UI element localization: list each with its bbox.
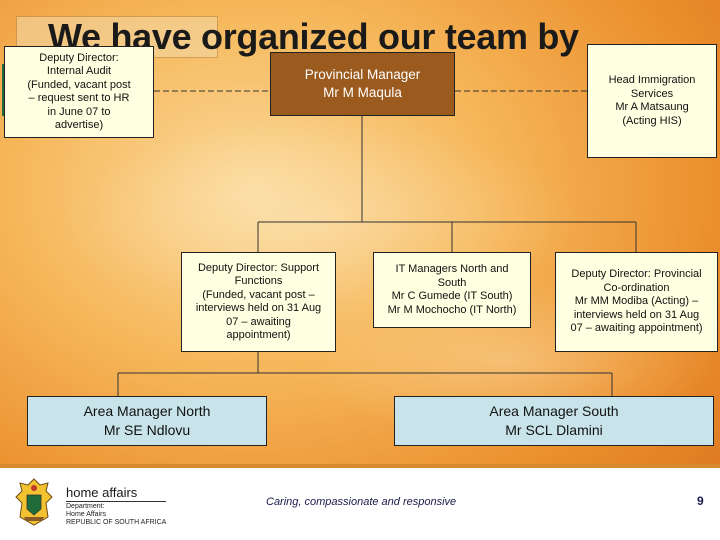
box-line: Mr A Matsaung (615, 101, 689, 113)
box-it-managers: IT Managers North and South Mr C Gumede … (373, 252, 531, 328)
box-line: Mr M Maqula (323, 85, 402, 100)
department-line: Department: (66, 503, 105, 510)
box-line: Area Manager North (83, 403, 211, 419)
box-line: Head Immigration (608, 74, 696, 86)
footer-motto: Caring, compassionate and responsive (266, 496, 457, 508)
box-line: Mr SCL Dlamini (505, 422, 603, 438)
box-line: (Acting HIS) (622, 114, 682, 127)
box-provincial-manager: Provincial Manager Mr M Maqula (270, 52, 455, 116)
department-line: Home Affairs (66, 511, 106, 518)
brand-divider (66, 501, 166, 502)
box-line: in June 07 to (47, 105, 111, 118)
box-line: 07 – awaiting appointment) (570, 322, 703, 335)
box-line: Mr M Mochocho (IT North) (387, 303, 517, 316)
footer (0, 464, 720, 540)
footer-accent-line (0, 464, 720, 468)
box-area-manager-south: Area Manager South Mr SCL Dlamini (394, 396, 714, 446)
box-line: Deputy Director: Support (197, 261, 320, 274)
box-deputy-director-provincial-coordination: Deputy Director: Provincial Co-ordinatio… (555, 252, 718, 352)
box-line: interviews held on 31 Aug (573, 308, 700, 321)
box-line: Mr C Gumede (IT South) (391, 290, 513, 302)
department-line: REPUBLIC OF SOUTH AFRICA (66, 519, 167, 526)
box-line: Deputy Director: (39, 51, 119, 64)
box-line: IT Managers North and (395, 263, 509, 275)
box-line: Area Manager South (489, 403, 619, 419)
box-line: appointment) (226, 329, 291, 341)
box-line: – request sent to HR (28, 92, 130, 104)
box-line: 07 – awaiting (226, 315, 291, 328)
box-line: Services (630, 87, 674, 100)
box-area-manager-north: Area Manager North Mr SE Ndlovu (27, 396, 267, 446)
box-line: Functions (234, 275, 283, 287)
page-number: 9 (697, 494, 704, 508)
department-text: Department: Home Affairs REPUBLIC OF SOU… (66, 503, 166, 527)
box-line: South (437, 276, 467, 289)
box-deputy-director-support-functions: Deputy Director: Support Functions (Fund… (181, 252, 336, 352)
box-line: (Funded, vacant post (27, 78, 131, 91)
box-head-immigration-services: Head Immigration Services Mr A Matsaung … (587, 44, 717, 158)
box-line: Co-ordination (603, 281, 670, 294)
box-line: Mr MM Modiba (Acting) – (574, 295, 699, 308)
box-line: Internal Audit (46, 65, 112, 77)
coat-of-arms-icon (15, 478, 53, 526)
box-line: Deputy Director: Provincial (571, 268, 702, 281)
box-line: Mr SE Ndlovu (103, 422, 191, 438)
brand-name: home affairs (66, 485, 138, 500)
box-line: advertise) (54, 119, 104, 131)
box-line: interviews held on 31 Aug (195, 302, 322, 314)
box-line: (Funded, vacant post – (202, 288, 315, 301)
box-deputy-director-internal-audit: Deputy Director: Internal Audit (Funded,… (4, 46, 154, 138)
box-line: Provincial Manager (304, 67, 421, 82)
